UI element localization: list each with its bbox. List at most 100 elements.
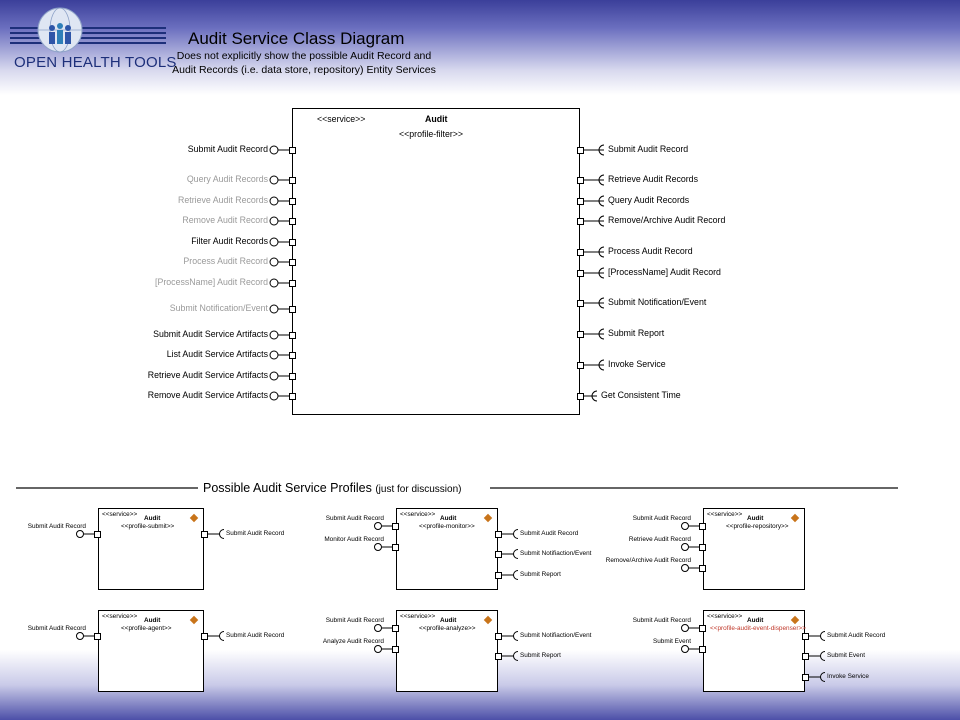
required-interface-icon[interactable] <box>513 631 519 641</box>
required-interface-icon[interactable] <box>820 631 826 641</box>
port-right[interactable] <box>577 218 584 225</box>
port-left[interactable] <box>289 306 296 313</box>
profile-component[interactable]: <<service>>Audit<<profile-submit>> <box>98 508 204 590</box>
audit-service-component[interactable]: <<service>> Audit <<profile-filter>> <box>292 108 580 415</box>
profile-port-left[interactable] <box>392 523 399 530</box>
profile-port-left[interactable] <box>699 544 706 551</box>
interface-label: Remove/Archive Audit Record <box>605 557 691 564</box>
provided-interface-icon[interactable] <box>269 145 279 155</box>
port-left[interactable] <box>289 393 296 400</box>
provided-interface-icon[interactable] <box>269 216 279 226</box>
profile-port-left[interactable] <box>392 544 399 551</box>
interface-label: [ProcessName] Audit Record <box>155 277 268 287</box>
provided-interface-icon[interactable] <box>269 278 279 288</box>
provided-interface-icon[interactable] <box>681 543 689 551</box>
profile-port-left[interactable] <box>699 523 706 530</box>
interface-label: Remove Audit Record <box>182 215 268 225</box>
profile-port-right[interactable] <box>802 633 809 640</box>
page-title: Audit Service Class Diagram <box>188 29 405 48</box>
required-interface-icon[interactable] <box>591 390 598 402</box>
port-left[interactable] <box>289 352 296 359</box>
profile-port-right[interactable] <box>495 572 502 579</box>
profile-port-right[interactable] <box>802 653 809 660</box>
profile-port-right[interactable] <box>201 531 208 538</box>
provided-interface-icon[interactable] <box>374 645 382 653</box>
port-right[interactable] <box>577 331 584 338</box>
provided-interface-icon[interactable] <box>269 237 279 247</box>
profile-component[interactable]: <<service>>Audit<<profile-audit-event-di… <box>703 610 806 692</box>
required-interface-icon[interactable] <box>598 174 605 186</box>
port-left[interactable] <box>289 280 296 287</box>
profile-component[interactable]: <<service>>Audit<<profile-monitor>> <box>396 508 498 590</box>
required-interface-icon[interactable] <box>820 672 826 682</box>
required-interface-icon[interactable] <box>598 267 605 279</box>
required-interface-icon[interactable] <box>219 631 225 641</box>
port-left[interactable] <box>289 177 296 184</box>
interface-label: [ProcessName] Audit Record <box>608 267 721 277</box>
profile-port-right[interactable] <box>802 674 809 681</box>
port-left[interactable] <box>289 373 296 380</box>
profile-port-left[interactable] <box>94 633 101 640</box>
required-interface-icon[interactable] <box>598 297 605 309</box>
port-left[interactable] <box>289 198 296 205</box>
profile-component[interactable]: <<service>>Audit<<profile-repository>> <box>703 508 805 590</box>
required-interface-icon[interactable] <box>513 529 519 539</box>
required-interface-icon[interactable] <box>598 195 605 207</box>
port-left[interactable] <box>289 147 296 154</box>
profile-component[interactable]: <<service>>Audit<<profile-agent>> <box>98 610 204 692</box>
provided-interface-icon[interactable] <box>269 350 279 360</box>
port-right[interactable] <box>577 147 584 154</box>
profile-port-right[interactable] <box>495 653 502 660</box>
port-right[interactable] <box>577 393 584 400</box>
profile-port-left[interactable] <box>392 646 399 653</box>
port-left[interactable] <box>289 239 296 246</box>
port-right[interactable] <box>577 362 584 369</box>
provided-interface-icon[interactable] <box>269 196 279 206</box>
profile-port-right[interactable] <box>201 633 208 640</box>
profile-port-left[interactable] <box>392 625 399 632</box>
required-interface-icon[interactable] <box>598 246 605 258</box>
required-interface-icon[interactable] <box>598 359 605 371</box>
profile-port-right[interactable] <box>495 633 502 640</box>
provided-interface-icon[interactable] <box>374 522 382 530</box>
profile-port-left[interactable] <box>699 646 706 653</box>
provided-interface-icon[interactable] <box>269 304 279 314</box>
provided-interface-icon[interactable] <box>681 522 689 530</box>
interface-label: Submit Audit Record <box>187 144 268 154</box>
port-right[interactable] <box>577 270 584 277</box>
required-interface-icon[interactable] <box>820 651 826 661</box>
required-interface-icon[interactable] <box>598 144 605 156</box>
profile-port-right[interactable] <box>495 551 502 558</box>
provided-interface-icon[interactable] <box>681 624 689 632</box>
required-interface-icon[interactable] <box>219 529 225 539</box>
port-left[interactable] <box>289 259 296 266</box>
provided-interface-icon[interactable] <box>374 624 382 632</box>
profile-component[interactable]: <<service>>Audit<<profile-analyze>> <box>396 610 498 692</box>
port-left[interactable] <box>289 332 296 339</box>
provided-interface-icon[interactable] <box>76 632 84 640</box>
provided-interface-icon[interactable] <box>269 330 279 340</box>
profile-port-left[interactable] <box>699 565 706 572</box>
port-right[interactable] <box>577 300 584 307</box>
provided-interface-icon[interactable] <box>76 530 84 538</box>
required-interface-icon[interactable] <box>513 651 519 661</box>
profile-port-left[interactable] <box>94 531 101 538</box>
provided-interface-icon[interactable] <box>269 391 279 401</box>
required-interface-icon[interactable] <box>513 570 519 580</box>
port-right[interactable] <box>577 198 584 205</box>
component-name: Audit <box>425 114 448 124</box>
required-interface-icon[interactable] <box>598 215 605 227</box>
required-interface-icon[interactable] <box>513 549 519 559</box>
provided-interface-icon[interactable] <box>269 175 279 185</box>
port-right[interactable] <box>577 177 584 184</box>
provided-interface-icon[interactable] <box>269 257 279 267</box>
provided-interface-icon[interactable] <box>269 371 279 381</box>
port-left[interactable] <box>289 218 296 225</box>
provided-interface-icon[interactable] <box>681 564 689 572</box>
profile-port-right[interactable] <box>495 531 502 538</box>
provided-interface-icon[interactable] <box>374 543 382 551</box>
port-right[interactable] <box>577 249 584 256</box>
profile-port-left[interactable] <box>699 625 706 632</box>
provided-interface-icon[interactable] <box>681 645 689 653</box>
required-interface-icon[interactable] <box>598 328 605 340</box>
